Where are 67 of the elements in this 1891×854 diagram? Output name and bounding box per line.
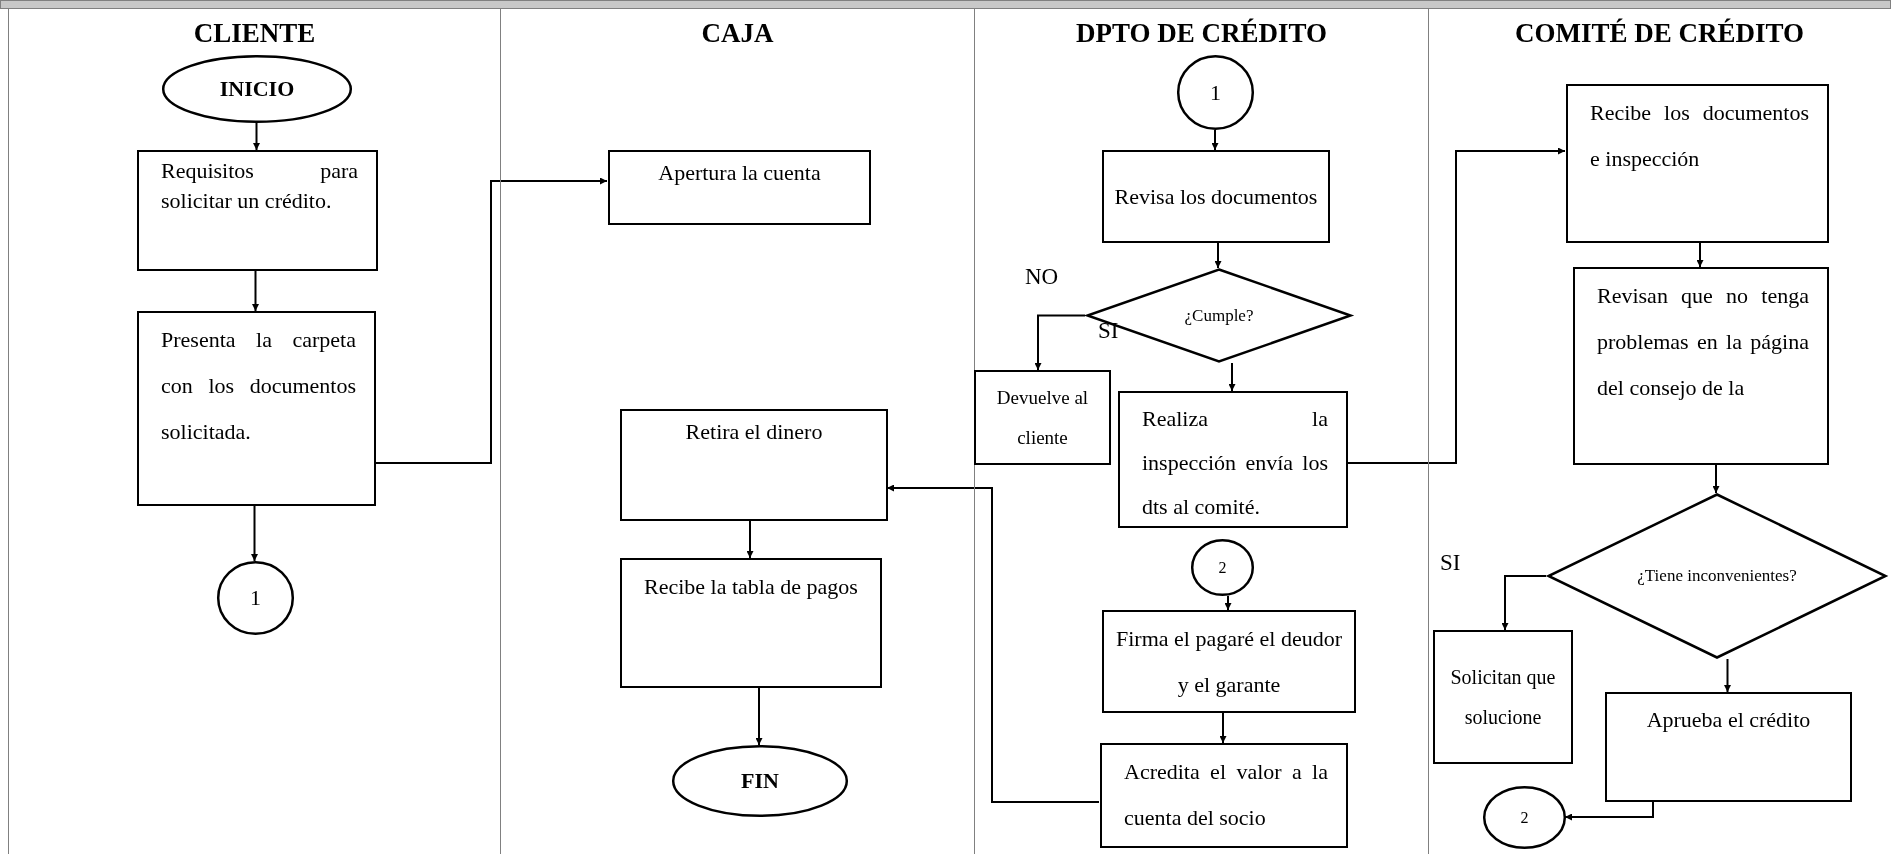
arrow [755, 687, 763, 746]
decision-text: ¿Tiene inconvenientes? [1636, 565, 1798, 587]
process-box [1118, 391, 1348, 528]
process-text: Recibe los documentos e inspección [1589, 99, 1810, 173]
lane-heading: CLIENTE [192, 18, 317, 49]
process-box [137, 311, 376, 506]
decision-text: ¿Cumple? [1183, 305, 1255, 326]
terminal-ellipse [162, 55, 352, 123]
arrow [1219, 712, 1227, 744]
process-text: Realiza la inspección envía los dts al comité. [1141, 405, 1329, 521]
process-box [620, 409, 888, 521]
process-box [620, 558, 882, 688]
terminal-ellipse [672, 745, 848, 817]
process-box [1102, 150, 1330, 243]
connector-number: 2 [1519, 808, 1530, 827]
process-text: Recibe la tabla de pagos [643, 573, 859, 601]
process-box [1566, 84, 1829, 243]
arrow [1696, 242, 1704, 268]
connector-circle [1191, 539, 1254, 596]
connector-number: 1 [1209, 79, 1222, 106]
arrow [1214, 242, 1222, 269]
connector-number: 1 [249, 585, 262, 611]
process-box [1102, 610, 1356, 713]
process-text: Revisa los documentos [1113, 182, 1319, 211]
arrow [1564, 801, 1654, 821]
process-text: Solicitan que solucione [1449, 665, 1557, 730]
arrow [746, 520, 754, 559]
terminal-text: INICIO [218, 76, 296, 102]
connector-circle [1483, 786, 1566, 849]
arrow [1724, 658, 1731, 693]
arrow [1034, 314, 1086, 371]
terminal-text: FIN [740, 768, 780, 794]
process-text: Firma el pagaré el deudor y el garante [1115, 624, 1343, 699]
process-text: Apertura la cuenta [657, 159, 822, 187]
decision-diamond [1086, 268, 1352, 363]
process-box [137, 150, 378, 271]
process-box [1573, 267, 1829, 465]
connector-number: 2 [1217, 558, 1228, 577]
branch-label: NO [1025, 264, 1059, 290]
arrow [251, 505, 258, 562]
process-box [1605, 692, 1852, 802]
arrow [252, 270, 259, 312]
process-box [1100, 743, 1348, 848]
process-text: Acredita el valor a la cuenta del socio [1123, 758, 1329, 832]
lane-heading: CAJA [700, 18, 775, 49]
swimlane [1428, 8, 1890, 854]
arrow [1224, 595, 1232, 611]
process-text: Retira el dinero [684, 418, 824, 446]
process-box [974, 370, 1111, 465]
process-text: Presenta la carpeta con los documentos solicitada. [160, 326, 357, 446]
lane-heading: DPTO DE CRÉDITO [1074, 18, 1329, 49]
lane-heading: COMITÉ DE CRÉDITO [1513, 18, 1806, 49]
process-box [608, 150, 871, 225]
arrow [1501, 575, 1547, 631]
process-text: Revisan que no tenga problemas en la página del consejo de la [1596, 282, 1810, 402]
process-box [1433, 630, 1573, 764]
arrow [253, 122, 260, 151]
arrow [1211, 129, 1219, 151]
arrow [1228, 362, 1236, 392]
connector-circle [1177, 55, 1254, 130]
process-text: Devuelve al cliente [995, 385, 1090, 450]
arrow [1712, 464, 1720, 494]
process-text: Aprueba el crédito [1645, 706, 1812, 734]
branch-label: SI [1440, 550, 1461, 576]
connector-circle [217, 561, 294, 635]
process-text: Requisitos para solicitar un crédito. [160, 157, 359, 215]
decision-diamond [1547, 493, 1887, 659]
